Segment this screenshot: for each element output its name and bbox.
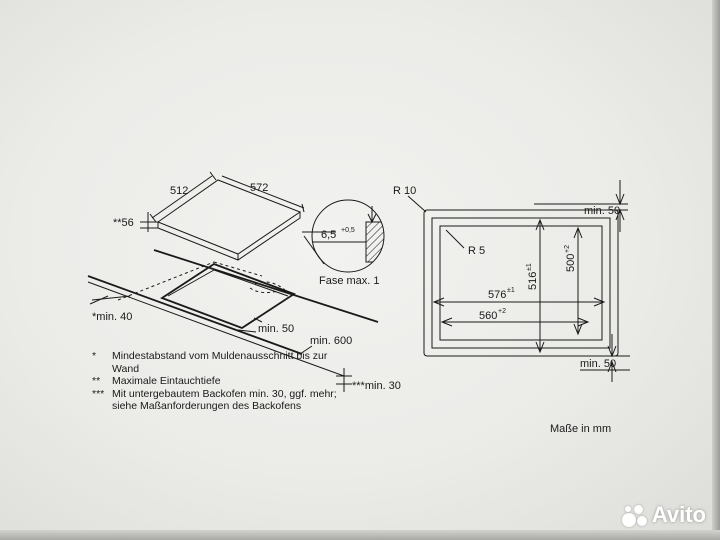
monitor-bezel-right <box>712 0 720 540</box>
dim-min30-label: ***min. 30 <box>352 380 401 392</box>
avito-brand-text: Avito <box>651 502 706 527</box>
countertop-back-edge <box>153 249 379 323</box>
footnote-1: * Mindestabstand vom Muldenausschnitt bi… <box>92 350 328 375</box>
radius-inner-label: R 5 <box>468 245 485 257</box>
chamfer-detail: 6,5 +0,5 Fase max. 1 <box>302 199 385 287</box>
dim-depth-label: 572 <box>250 182 268 194</box>
chamfer-tol-label: +0,5 <box>341 227 355 234</box>
radius-outer-label: R 10 <box>393 185 416 197</box>
dim-500-sup: +2 <box>564 245 571 253</box>
footnote-2: ** Maximale Eintauchtiefe <box>92 375 221 388</box>
chamfer-text-label: Fase max. 1 <box>319 275 380 287</box>
cooktop-plate-edge <box>157 212 301 261</box>
dim-500-label: 500 <box>565 254 577 272</box>
chamfer-main-label: 6,5 <box>321 229 336 241</box>
countertop-cutout <box>160 262 296 330</box>
dim-line-512 <box>151 175 213 219</box>
inner-cutout-frame <box>431 217 611 349</box>
dim-min50-label: min. 50 <box>258 323 294 335</box>
dim-thickness-label: **56 <box>113 217 134 229</box>
dim-576-sup: ±1 <box>507 287 515 294</box>
outer-cutout <box>423 209 619 357</box>
min50-top-label: min. 50 <box>584 205 620 217</box>
units-label: Maße in mm <box>550 423 612 435</box>
cutout-plan: R 10 R 5 min. 50 min. 50 576 ±1 560 +2 5… <box>393 180 630 382</box>
countertop-front-edge <box>87 275 303 355</box>
dim-min600-label: min. 600 <box>310 335 352 347</box>
cooktop-isometric: 512 572 **56 *min. 40 min. 50 min. 600 *… <box>87 171 401 392</box>
inner-cutout <box>439 225 603 341</box>
dim-min40-label: *min. 40 <box>92 311 132 323</box>
avito-logo-icon <box>621 503 648 527</box>
dim-560-sup: +2 <box>498 308 506 315</box>
footnotes: * Mindestabstand vom Muldenausschnitt bi… <box>92 350 352 413</box>
dim-width-label: 512 <box>170 185 188 197</box>
dim-line-572 <box>221 175 305 209</box>
dim-560-label: 560 <box>479 310 497 322</box>
avito-watermark: Avito <box>621 502 706 528</box>
dim-516-sup: ±1 <box>526 263 533 271</box>
min50-bottom-label: min. 50 <box>580 358 616 370</box>
dim-516-label: 516 <box>527 272 539 290</box>
monitor-bezel-bottom <box>0 530 720 540</box>
dim-576-label: 576 <box>488 289 506 301</box>
footnote-3: *** Mit untergebautem Backofen min. 30, … <box>92 387 337 413</box>
